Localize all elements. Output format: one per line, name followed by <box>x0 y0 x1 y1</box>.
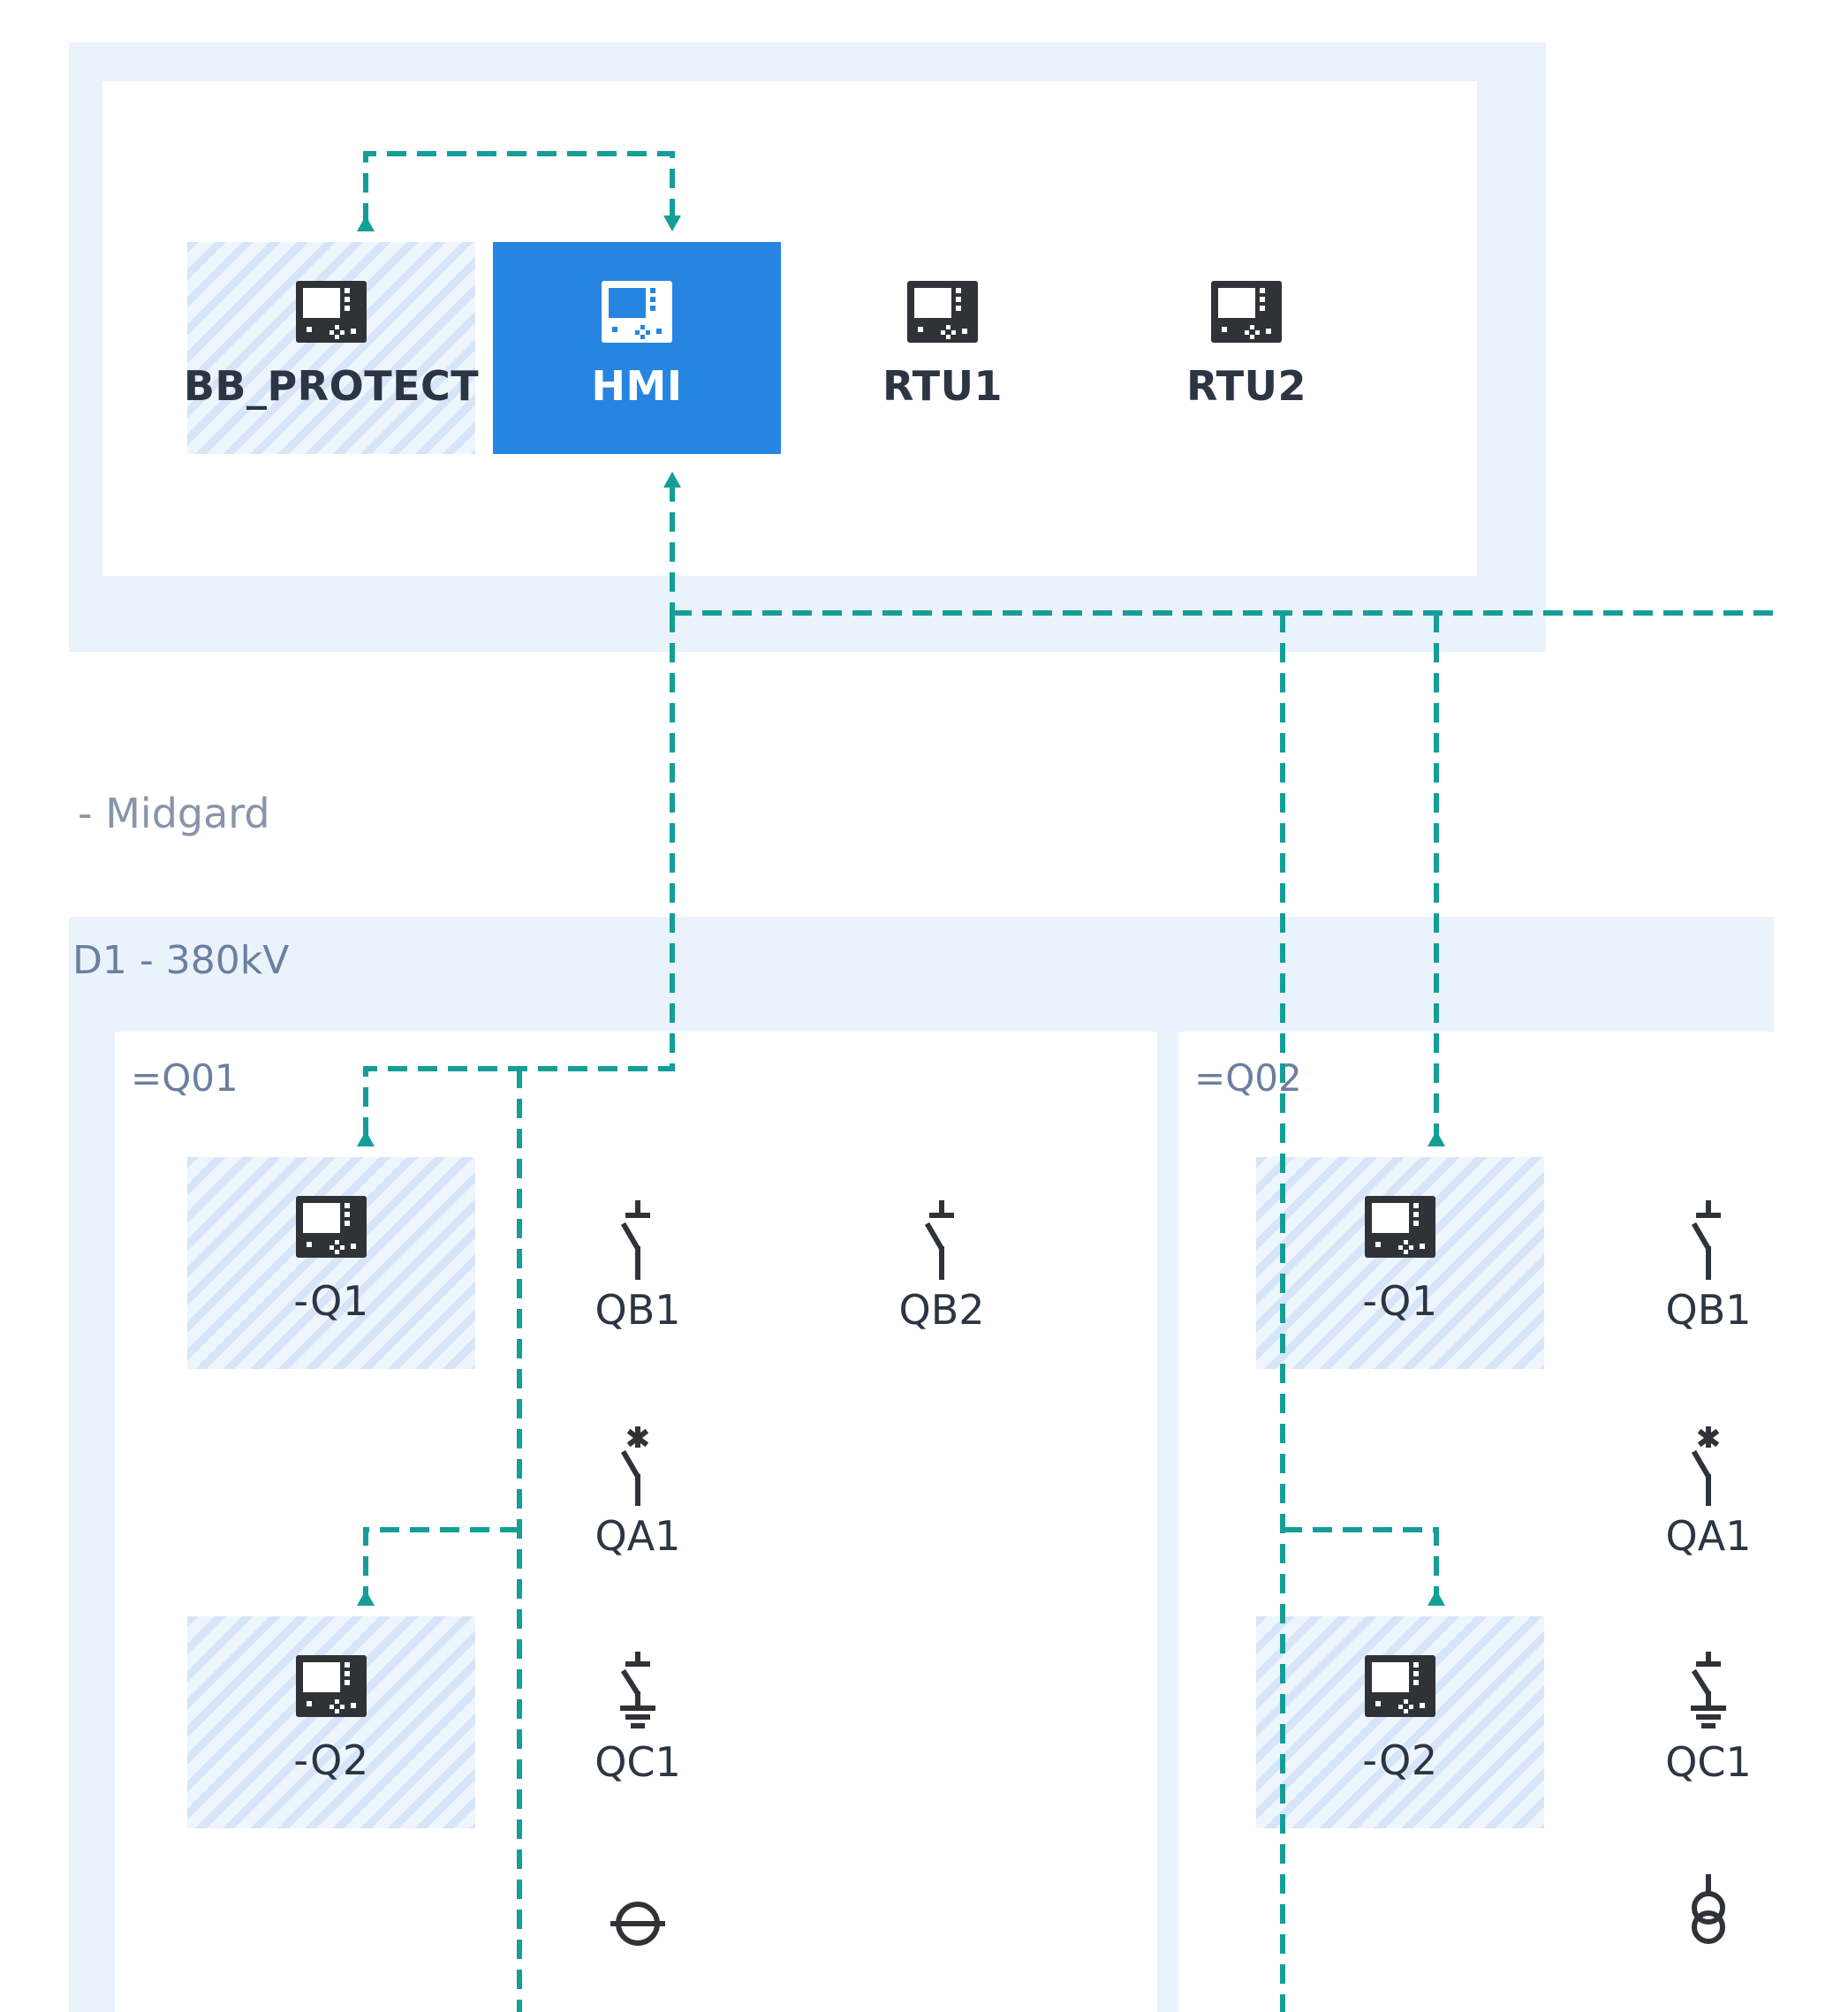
equipment-label: QC1 <box>1665 1738 1752 1786</box>
ied-rtu1[interactable]: RTU1 <box>799 242 1087 454</box>
disconnector-icon <box>924 1200 954 1280</box>
equipment-current-transformer[interactable] <box>532 1883 744 1970</box>
equipment-qb1[interactable]: QB1 <box>1602 1199 1814 1334</box>
equipment-qc1[interactable]: QC1 <box>1602 1652 1814 1786</box>
ied-label: HMI <box>591 362 683 410</box>
circuit-breaker-icon <box>1691 1426 1720 1506</box>
ied-icon <box>1211 281 1282 343</box>
ied-rtu2[interactable]: RTU2 <box>1102 242 1390 454</box>
ied-icon <box>296 1196 367 1258</box>
equipment-qb1[interactable]: QB1 <box>532 1199 744 1334</box>
equipment-label: QB2 <box>898 1286 985 1334</box>
bay-label: =Q02 <box>1194 1056 1302 1100</box>
disconnector-icon <box>1691 1200 1721 1280</box>
ied-q01-q2[interactable]: -Q2 <box>187 1616 475 1828</box>
equipment-qa1[interactable]: QA1 <box>532 1426 744 1560</box>
ied-label: -Q1 <box>1362 1277 1438 1325</box>
ied-q01-q1[interactable]: -Q1 <box>187 1157 475 1369</box>
ied-icon <box>907 281 978 343</box>
current-transformer-icon <box>610 1902 665 1946</box>
equipment-qa1[interactable]: QA1 <box>1602 1426 1814 1560</box>
earth-switch-icon <box>1691 1652 1726 1728</box>
ied-q02-q2[interactable]: -Q2 <box>1256 1616 1544 1828</box>
ied-icon <box>1365 1655 1435 1717</box>
ied-icon <box>296 1655 367 1717</box>
ied-hmi[interactable]: HMI <box>493 242 781 454</box>
voltage-level-label: D1 - 380kV <box>72 938 290 983</box>
equipment-label: QA1 <box>1665 1512 1752 1560</box>
ied-label: RTU1 <box>882 362 1004 410</box>
ied-label: RTU2 <box>1185 362 1307 410</box>
equipment-qc1[interactable]: QC1 <box>532 1652 744 1786</box>
ied-bb-protect[interactable]: BB_PROTECT <box>184 242 479 454</box>
circuit-breaker-icon <box>620 1426 649 1506</box>
ied-label: BB_PROTECT <box>183 362 480 410</box>
voltage-transformer-icon <box>1692 1874 1725 1944</box>
disconnector-icon <box>620 1200 650 1280</box>
equipment-label: QB1 <box>1665 1286 1752 1334</box>
equipment-voltage-transformer[interactable] <box>1602 1872 1814 1959</box>
ied-label: -Q2 <box>1362 1736 1438 1784</box>
earth-switch-icon <box>620 1652 655 1728</box>
equipment-qb2[interactable]: QB2 <box>836 1199 1048 1334</box>
ied-icon <box>296 281 367 343</box>
equipment-label: QC1 <box>595 1738 681 1786</box>
substation-label: - Midgard <box>78 790 270 837</box>
ied-label: -Q1 <box>293 1277 369 1325</box>
ied-icon <box>602 281 672 343</box>
ied-label: -Q2 <box>293 1736 369 1784</box>
equipment-label: QA1 <box>595 1512 681 1560</box>
ied-icon <box>1365 1196 1435 1258</box>
bay-label: =Q01 <box>131 1056 239 1100</box>
equipment-label: QB1 <box>595 1286 681 1334</box>
ied-q02-q1[interactable]: -Q1 <box>1256 1157 1544 1369</box>
